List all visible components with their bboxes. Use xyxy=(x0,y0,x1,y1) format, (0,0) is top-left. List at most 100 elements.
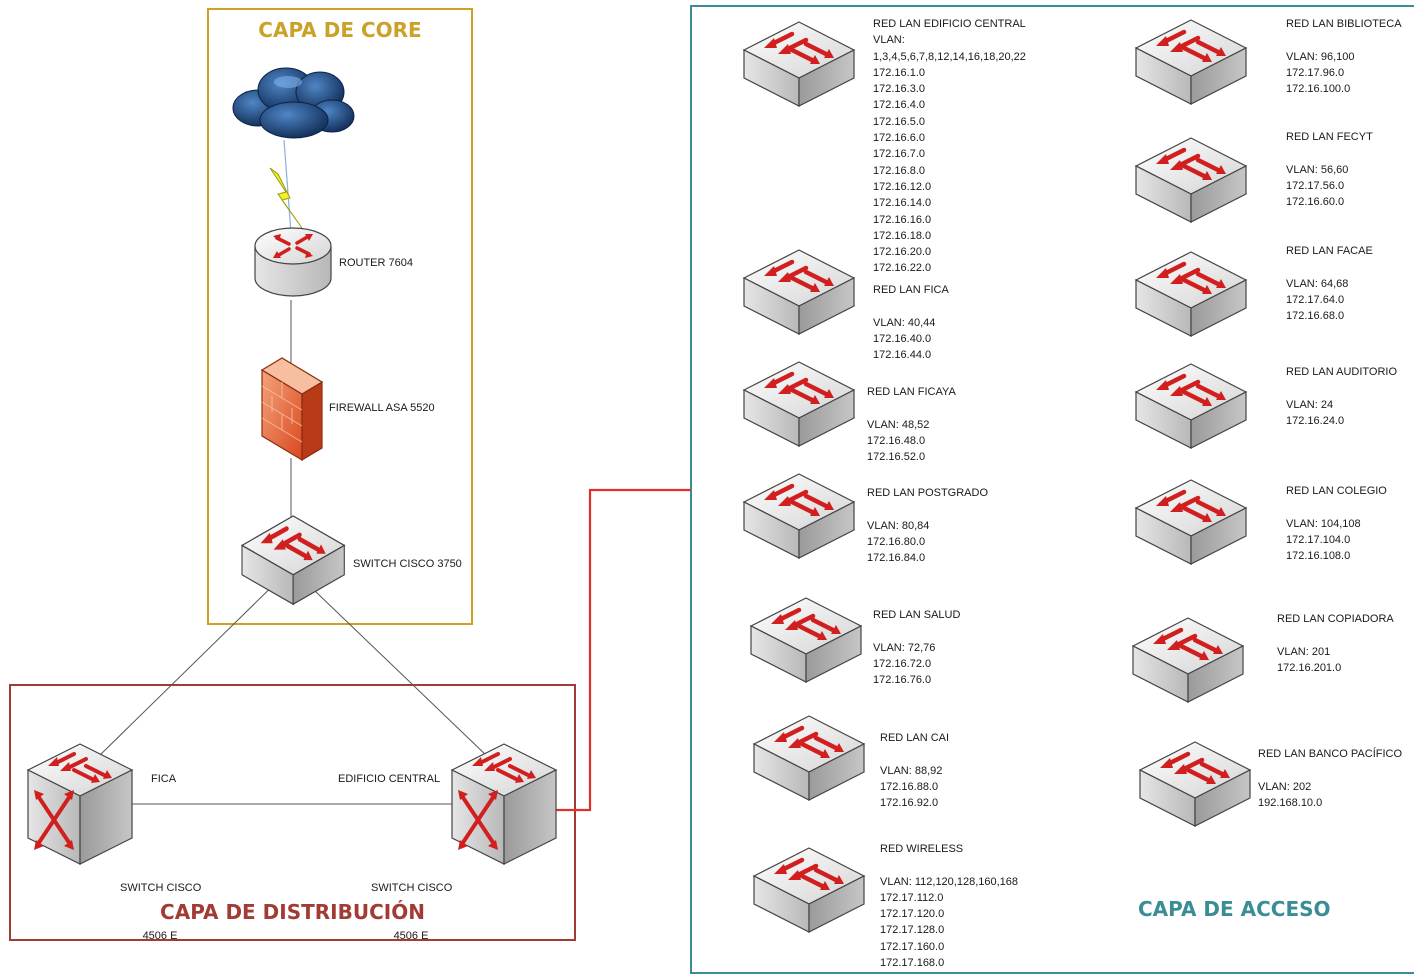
blank-line xyxy=(873,623,960,639)
blank-line xyxy=(1286,259,1373,275)
fica-switch-model-line1: SWITCH CISCO xyxy=(120,881,202,894)
blank-line xyxy=(1286,380,1397,396)
firewall-label: FIREWALL ASA 5520 xyxy=(329,402,435,414)
subnet-address: 172.17.64.0 xyxy=(1286,293,1345,306)
subnet-address: 172.16.3.0 xyxy=(873,83,925,96)
vlan-list: VLAN: 48,52 xyxy=(867,418,930,431)
cloud-icon xyxy=(232,67,355,139)
network-name: RED LAN AUDITORIO xyxy=(1286,366,1398,378)
red-lan-salud-label: RED LAN SALUD VLAN: 72,76 172.16.72.0 172.… xyxy=(873,607,960,688)
subnet-address: 172.16.76.0 xyxy=(873,674,932,687)
vlan-list: VLAN: xyxy=(873,34,905,47)
red-lan-cai-label: RED LAN CAI VLAN: 88,92 172.16.88.0 172.16… xyxy=(880,730,949,811)
red-wireless-switch-icon xyxy=(754,848,866,936)
blank-line xyxy=(1286,32,1402,48)
vlan-list: VLAN: 24 xyxy=(1286,398,1334,411)
access-layer-title: CAPA DE ACCESO xyxy=(1138,897,1331,921)
subnet-address: 172.17.96.0 xyxy=(1286,66,1345,79)
vlan-list: VLAN: 104,108 xyxy=(1286,517,1361,530)
subnet-address: 172.16.8.0 xyxy=(873,164,925,177)
red-lan-postgrado-label: RED LAN POSTGRADO VLAN: 80,84 172.16.80.0… xyxy=(867,485,988,566)
subnet-address: 172.16.1.0 xyxy=(873,66,925,79)
fica-switch-model-line2: 4506 E xyxy=(142,930,178,943)
network-name: RED LAN FACAE xyxy=(1286,245,1373,257)
network-name: RED LAN SALUD xyxy=(873,609,961,621)
vlan-list: VLAN: 201 xyxy=(1277,645,1331,658)
red-lan-fecyt-switch-icon xyxy=(1136,138,1248,226)
blank-line xyxy=(1286,499,1387,515)
subnet-address: 172.16.88.0 xyxy=(880,780,939,793)
subnet-address: 172.17.112.0 xyxy=(880,891,944,904)
core-switch-label: SWITCH CISCO 3750 xyxy=(353,558,462,570)
network-name: RED LAN CAI xyxy=(880,732,950,744)
lightning-icon xyxy=(269,167,303,229)
red-lan-cai-switch-icon xyxy=(754,716,866,804)
network-name: RED LAN POSTGRADO xyxy=(867,487,989,499)
blank-line xyxy=(867,400,956,416)
red-lan-salud-switch-icon xyxy=(751,598,863,686)
subnet-address: 172.16.22.0 xyxy=(873,262,932,275)
central-switch-name: EDIFICIO CENTRAL xyxy=(338,773,441,785)
subnet-address: 172.16.4.0 xyxy=(873,99,925,112)
red-lan-banco-pacifico-switch-icon xyxy=(1140,742,1252,830)
network-name: RED LAN FICA xyxy=(873,284,949,296)
core-layer-title: CAPA DE CORE xyxy=(258,18,422,42)
subnet-address: 172.16.108.0 xyxy=(1286,550,1351,563)
subnet-address: 172.17.120.0 xyxy=(880,908,945,921)
vlan-list: VLAN: 202 xyxy=(1258,780,1312,793)
red-lan-postgrado-switch-icon xyxy=(744,474,856,562)
network-name: RED LAN COLEGIO xyxy=(1286,485,1387,497)
subnet-address: 172.16.7.0 xyxy=(873,148,925,161)
subnet-address: 172.17.168.0 xyxy=(880,957,945,970)
core-switch-icon xyxy=(242,516,352,606)
vlan-list: VLAN: 80,84 xyxy=(867,519,930,532)
network-name: RED WIRELESS xyxy=(880,843,964,855)
subnet-address: 172.16.92.0 xyxy=(880,797,939,810)
blank-line xyxy=(880,857,1018,873)
subnet-address: 172.17.104.0 xyxy=(1286,533,1351,546)
subnet-address: 172.16.24.0 xyxy=(1286,414,1345,427)
router-icon xyxy=(254,227,332,297)
subnet-address: 172.16.16.0 xyxy=(873,213,932,226)
router-label: ROUTER 7604 xyxy=(339,257,413,269)
subnet-address: 172.16.52.0 xyxy=(867,451,926,464)
vlan-list: VLAN: 40,44 xyxy=(873,316,936,329)
vlan-list: VLAN: 72,76 xyxy=(873,641,936,654)
network-name: RED LAN FICAYA xyxy=(867,386,956,398)
subnet-address: 172.16.12.0 xyxy=(873,180,932,193)
subnet-address: 172.16.40.0 xyxy=(873,332,932,345)
red-lan-colegio-switch-icon xyxy=(1136,480,1248,568)
network-name: RED LAN FECYT xyxy=(1286,131,1373,143)
red-lan-colegio-label: RED LAN COLEGIO VLAN: 104,108 172.17.104.… xyxy=(1286,483,1387,564)
subnet-address: 172.16.100.0 xyxy=(1286,83,1351,96)
fica-switch-model: SWITCH CISCO 4506 E xyxy=(120,847,202,961)
distribution-switch-fica-icon xyxy=(26,742,134,866)
subnet-address: 172.16.5.0 xyxy=(873,115,925,128)
subnet-address: 172.16.80.0 xyxy=(867,535,926,548)
red-lan-biblioteca-switch-icon xyxy=(1136,20,1248,108)
vlan-list: VLAN: 56,60 xyxy=(1286,163,1349,176)
subnet-address: 172.16.72.0 xyxy=(873,657,932,670)
central-switch-model-line2: 4506 E xyxy=(393,930,429,943)
fica-switch-name: FICA xyxy=(151,773,177,785)
network-name: RED LAN BANCO PACÍFICO xyxy=(1258,748,1403,760)
subnet-address: 172.17.128.0 xyxy=(880,924,945,937)
red-lan-auditorio-switch-icon xyxy=(1136,364,1248,452)
distribution-switch-central-icon xyxy=(450,742,558,866)
network-name: RED LAN BIBLIOTECA xyxy=(1286,18,1402,30)
red-lan-facae-switch-icon xyxy=(1136,252,1248,340)
subnet-address: 172.16.84.0 xyxy=(867,552,926,565)
red-lan-ficaya-switch-icon xyxy=(744,362,856,450)
vlan-list: VLAN: 88,92 xyxy=(880,764,943,777)
subnet-address: 172.16.14.0 xyxy=(873,197,932,210)
blank-line xyxy=(880,746,949,762)
subnet-address: 172.16.44.0 xyxy=(873,349,932,362)
blank-line xyxy=(867,501,988,517)
